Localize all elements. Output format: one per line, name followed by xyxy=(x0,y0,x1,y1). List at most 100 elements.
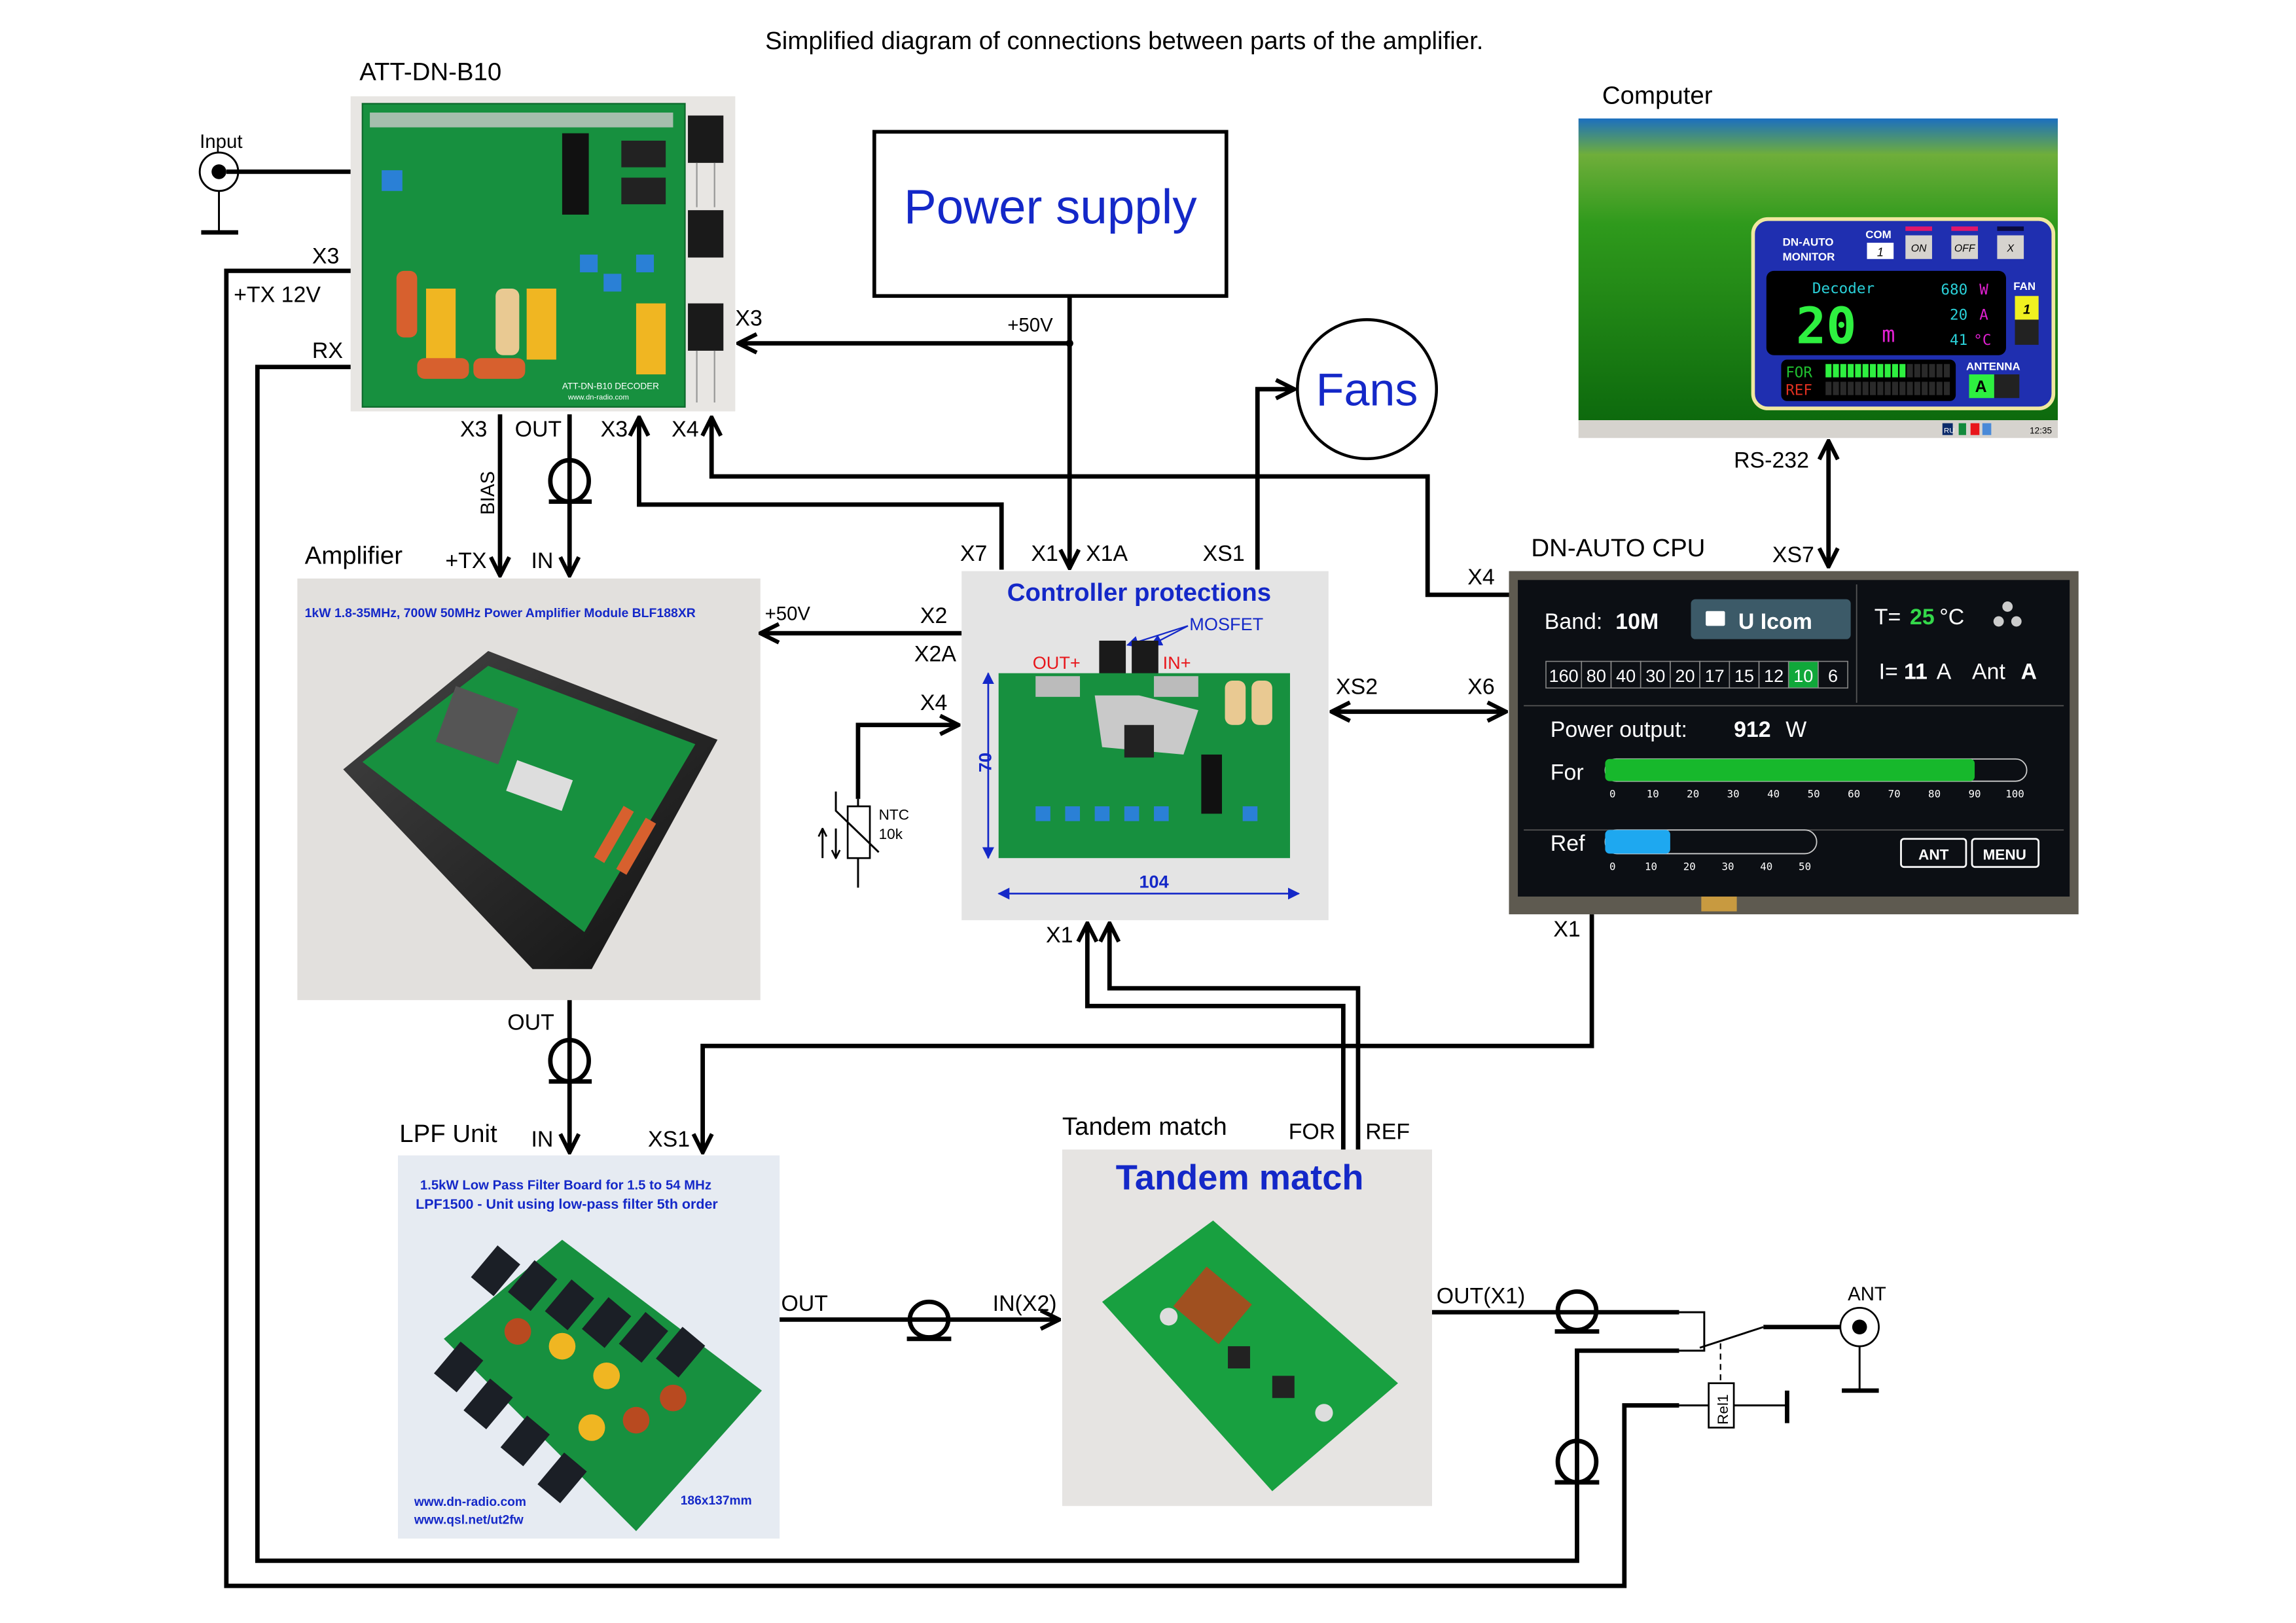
ant-button[interactable] xyxy=(1900,838,1967,868)
band-cell-label: 10 xyxy=(1793,666,1813,686)
tandem-match-block: Tandem match FOR REF Tandem match xyxy=(1062,1113,1432,1507)
amplifier-label: Amplifier xyxy=(305,541,403,569)
meter-tick-label: 20 xyxy=(1687,788,1699,800)
band-cell-label: 160 xyxy=(1549,666,1579,686)
rs232-label: RS-232 xyxy=(1734,448,1809,473)
bar-segment xyxy=(1840,364,1846,378)
computer-label: Computer xyxy=(1602,81,1713,109)
amplifier-caption: 1kW 1.8-35MHz, 700W 50MHz Power Amplifie… xyxy=(305,606,696,620)
connector-label: X7 xyxy=(960,541,987,566)
connector-label: DN-AUTO xyxy=(1783,236,1834,248)
connector-label: A xyxy=(1937,660,1952,685)
band-cell[interactable] xyxy=(1787,660,1819,689)
dimension-width: 104 xyxy=(1139,871,1168,891)
dn-auto-cpu-block: DN-AUTO CPU XS7 Band: 10M U Icom T= 25 °… xyxy=(1509,534,2079,942)
connector-label: X1 xyxy=(1046,923,1073,948)
connector-label: 20 xyxy=(1950,306,1967,323)
band-value: 10M xyxy=(1615,609,1659,634)
connector-label: ON xyxy=(1911,243,1927,254)
bias-label: BIAS xyxy=(477,471,499,515)
connector-label: W xyxy=(1785,717,1806,742)
connector-label: XS7 xyxy=(1772,543,1814,567)
lpf-size: 186x137mm xyxy=(681,1494,752,1508)
menu-button[interactable] xyxy=(1971,838,2040,868)
bar-segment xyxy=(1936,382,1943,395)
connector-label: X1 xyxy=(1553,917,1580,942)
connector-label: X4 xyxy=(920,690,947,715)
bar-segment xyxy=(1862,382,1869,395)
meter-tick-label: 20 xyxy=(1683,860,1696,872)
att-pcb-text: ATT-DN-B10 DECODER xyxy=(562,382,659,391)
connector-label: XS1 xyxy=(1203,541,1245,566)
tandem-label: Tandem match xyxy=(1062,1113,1227,1141)
meter-tick-label: 70 xyxy=(1888,788,1901,800)
lpf-url-1: www.dn-radio.com xyxy=(414,1495,526,1509)
connector-label: 25 xyxy=(1910,605,1935,630)
fan-icon xyxy=(1993,601,2022,627)
connector-label: X3 xyxy=(460,417,487,442)
connector-label: X1A xyxy=(1086,541,1128,566)
bar-segment xyxy=(1825,382,1832,395)
bar-segment xyxy=(1944,364,1950,378)
connector-label: Ref xyxy=(1551,831,1585,856)
ntc-value: 10k xyxy=(879,826,903,842)
connector-label: X4 xyxy=(1467,565,1494,590)
lpf-label: LPF Unit xyxy=(399,1120,497,1148)
band-cell-label: 15 xyxy=(1734,666,1754,686)
pin-x3-label: X3 xyxy=(312,244,339,269)
connector-label: X2A xyxy=(914,642,956,667)
close-button[interactable] xyxy=(1997,235,2024,259)
connector-label: Power output: xyxy=(1551,717,1687,742)
bar-segment xyxy=(1877,364,1884,378)
pin-x3-label: X3 xyxy=(735,306,762,330)
connector-label: +50V xyxy=(765,603,811,624)
power-supply-label: Power supply xyxy=(904,179,1197,234)
bar-segment xyxy=(1922,382,1928,395)
connector-label: 20 xyxy=(1796,298,1857,356)
monitor-ref-bar xyxy=(1825,382,1950,395)
power-supply-block: Power supply +50V X3 xyxy=(735,130,1229,568)
on-button[interactable] xyxy=(1905,235,1932,259)
bar-segment xyxy=(1892,382,1898,395)
controller-protections-block: Controller protections MOSFET OUT+ IN+ 7… xyxy=(914,541,1378,948)
com-port-field[interactable] xyxy=(1867,242,1894,259)
off-button[interactable] xyxy=(1951,235,1979,259)
connector-label: T= xyxy=(1874,605,1901,630)
source-button[interactable] xyxy=(1691,599,1851,639)
connector-label: MONITOR xyxy=(1783,251,1835,263)
bar-segment xyxy=(1914,382,1920,395)
band-cell-label: 6 xyxy=(1828,666,1838,686)
meter-tick-label: 10 xyxy=(1647,788,1659,800)
band-cell[interactable] xyxy=(1818,660,1848,689)
connector-label: XS1 xyxy=(648,1127,690,1152)
meter-tick-label: 50 xyxy=(1799,860,1811,872)
bar-segment xyxy=(1914,364,1920,378)
bar-segment xyxy=(1884,364,1891,378)
att-label: ATT-DN-B10 xyxy=(359,58,501,86)
input-connector: Input xyxy=(198,131,351,235)
bar-segment xyxy=(1833,382,1839,395)
bar-segment xyxy=(1944,382,1950,395)
relay-coil xyxy=(1708,1382,1735,1429)
connector-label: +TX xyxy=(445,548,486,573)
bar-segment xyxy=(1848,364,1854,378)
bar-segment xyxy=(1922,364,1928,378)
meter-fill xyxy=(1605,830,1670,854)
amplifier-block: Amplifier 1kW 1.8-35MHz, 700W 50MHz Powe… xyxy=(297,541,962,1001)
dimension-height: 70 xyxy=(975,753,995,772)
connector-label: 1 xyxy=(2023,302,2030,317)
bar-segment xyxy=(1855,382,1861,395)
connector-label: IN(X2) xyxy=(993,1291,1057,1316)
bar-segment xyxy=(1848,382,1854,395)
meter-tick-label: 40 xyxy=(1760,860,1772,872)
tandem-title: Tandem match xyxy=(1116,1158,1364,1198)
out-plus-label: OUT+ xyxy=(1033,652,1081,673)
connector-label: Decoder xyxy=(1812,280,1874,297)
meter-tick-label: 30 xyxy=(1727,788,1740,800)
power-output-value: 912 xyxy=(1734,717,1771,742)
lpf-url-2: www.qsl.net/ut2fw xyxy=(414,1513,524,1527)
lpf-caption-2: LPF1500 - Unit using low-pass filter 5th… xyxy=(416,1196,718,1212)
bar-segment xyxy=(1892,364,1898,378)
